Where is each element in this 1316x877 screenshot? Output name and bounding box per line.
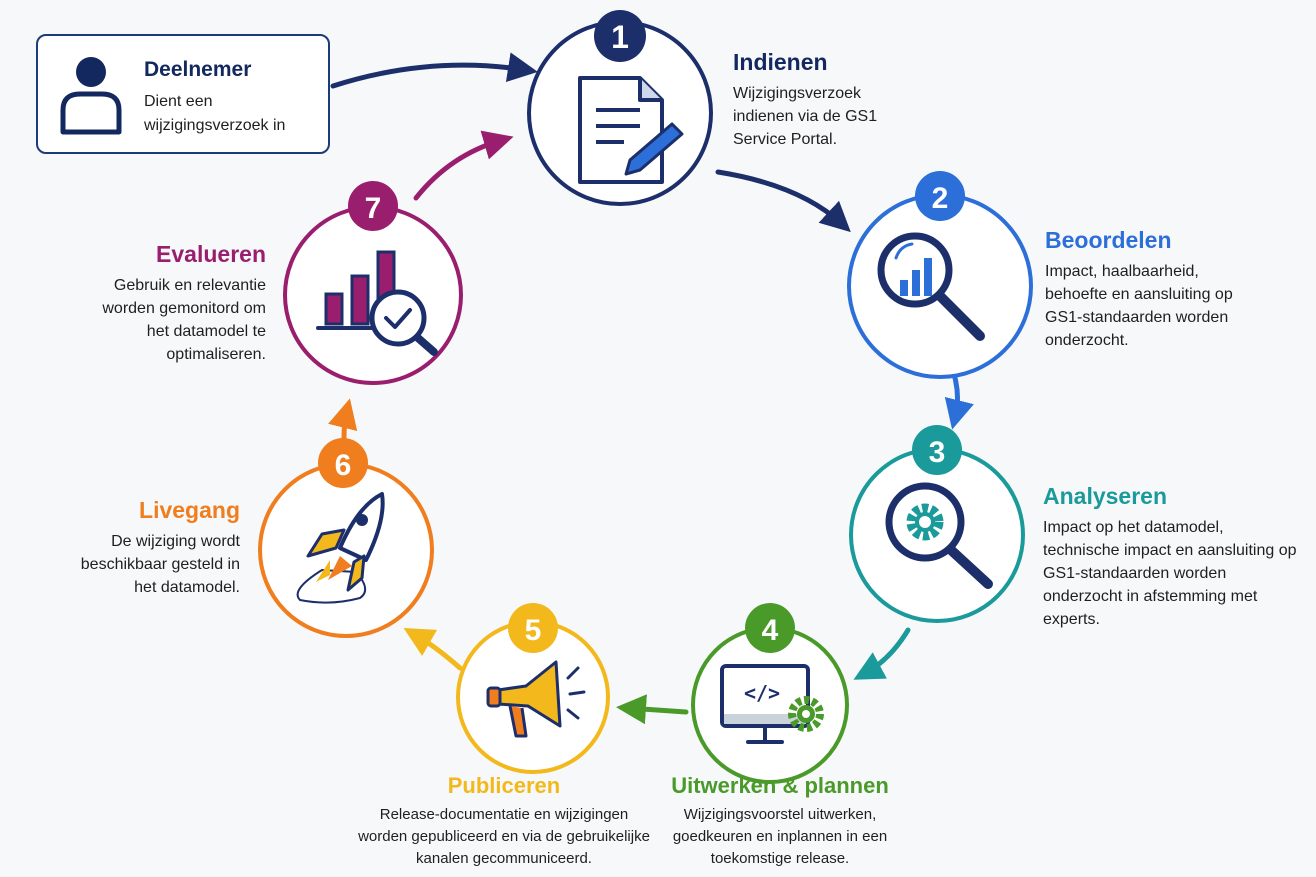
step-4-description: Wijzigingsvoorstel uitwerken, goedkeuren… xyxy=(672,806,888,867)
arrow-2-to-3 xyxy=(944,375,974,430)
step-2-title: Beoordelen xyxy=(1045,227,1172,253)
step-1-text: Indienen Wijzigingsverzoek indienen via … xyxy=(733,48,1033,151)
step-5: 5 xyxy=(456,603,610,774)
step-2: 2 xyxy=(847,171,1033,379)
step-3-description: Impact op het datamodel, technische impa… xyxy=(1043,519,1297,628)
participant-description: Dient een wijzigingsverzoek in xyxy=(144,93,286,134)
step-4-text: Uitwerken & plannen Wijzigingsvoorstel u… xyxy=(662,772,898,870)
svg-text:</>: </> xyxy=(744,681,780,705)
megaphone-icon xyxy=(486,660,586,738)
step-2-description: Impact, haalbaarheid, behoefte en aanslu… xyxy=(1045,263,1233,349)
step-6-text: Livegang De wijziging wordt beschikbaar … xyxy=(60,496,240,599)
step-3-title: Analyseren xyxy=(1043,483,1168,509)
bar-chart-magnifier-icon xyxy=(316,250,438,356)
step-7-text: Evalueren Gebruik en relevantie worden g… xyxy=(60,240,266,366)
step-6-description: De wijziging wordt beschikbaar gesteld i… xyxy=(80,533,240,596)
arrow-participant-to-1 xyxy=(330,52,538,89)
step-7-description: Gebruik en relevantie worden gemonitord … xyxy=(102,277,266,363)
participant-title: Deelnemer xyxy=(144,58,252,81)
arrow-6-to-7 xyxy=(328,398,358,441)
arrow-7-to-1 xyxy=(413,130,514,201)
step-4: </> 4 xyxy=(691,603,849,784)
step-5-title: Publiceren xyxy=(447,773,561,798)
step-7-title: Evalueren xyxy=(156,241,266,267)
arrow-3-to-4 xyxy=(853,627,911,680)
step-6: 6 xyxy=(258,438,434,638)
step-3-text: Analyseren Impact op het datamodel, tech… xyxy=(1043,482,1308,631)
step-6-title: Livegang xyxy=(139,497,240,523)
step-7-number: 7 xyxy=(365,192,382,225)
arrow-4-to-5 xyxy=(616,694,689,725)
document-pen-icon xyxy=(578,76,684,184)
step-1-number: 1 xyxy=(611,19,629,55)
arrow-5-to-6 xyxy=(403,628,463,671)
arrow-1-to-2 xyxy=(715,169,851,233)
step-7: 7 xyxy=(283,181,463,385)
magnifier-gear-icon xyxy=(885,482,993,589)
step-4-number: 4 xyxy=(762,614,779,647)
step-2-text: Beoordelen Impact, haalbaarheid, behoeft… xyxy=(1045,226,1305,352)
step-6-number: 6 xyxy=(335,449,352,482)
step-5-description: Release-documentatie en wijzigingen word… xyxy=(358,806,650,867)
person-icon xyxy=(60,57,122,135)
participant-box: Deelnemer Dient een wijzigingsverzoek in xyxy=(36,34,330,154)
step-1: 1 xyxy=(527,10,713,206)
step-3-number: 3 xyxy=(929,436,946,469)
magnifier-chart-icon xyxy=(877,232,985,341)
monitor-code-gear-icon: </> xyxy=(720,664,824,744)
connectors xyxy=(328,52,974,725)
step-2-number: 2 xyxy=(932,182,949,215)
step-5-text: Publiceren Release-documentatie en wijzi… xyxy=(356,772,652,870)
rocket-icon xyxy=(296,492,385,604)
step-4-title: Uitwerken & plannen xyxy=(671,773,889,798)
step-5-number: 5 xyxy=(525,614,542,647)
step-3: 3 xyxy=(849,425,1025,623)
step-1-title: Indienen xyxy=(733,49,828,75)
step-1-description: Wijzigingsverzoek indienen via de GS1 Se… xyxy=(733,85,878,148)
